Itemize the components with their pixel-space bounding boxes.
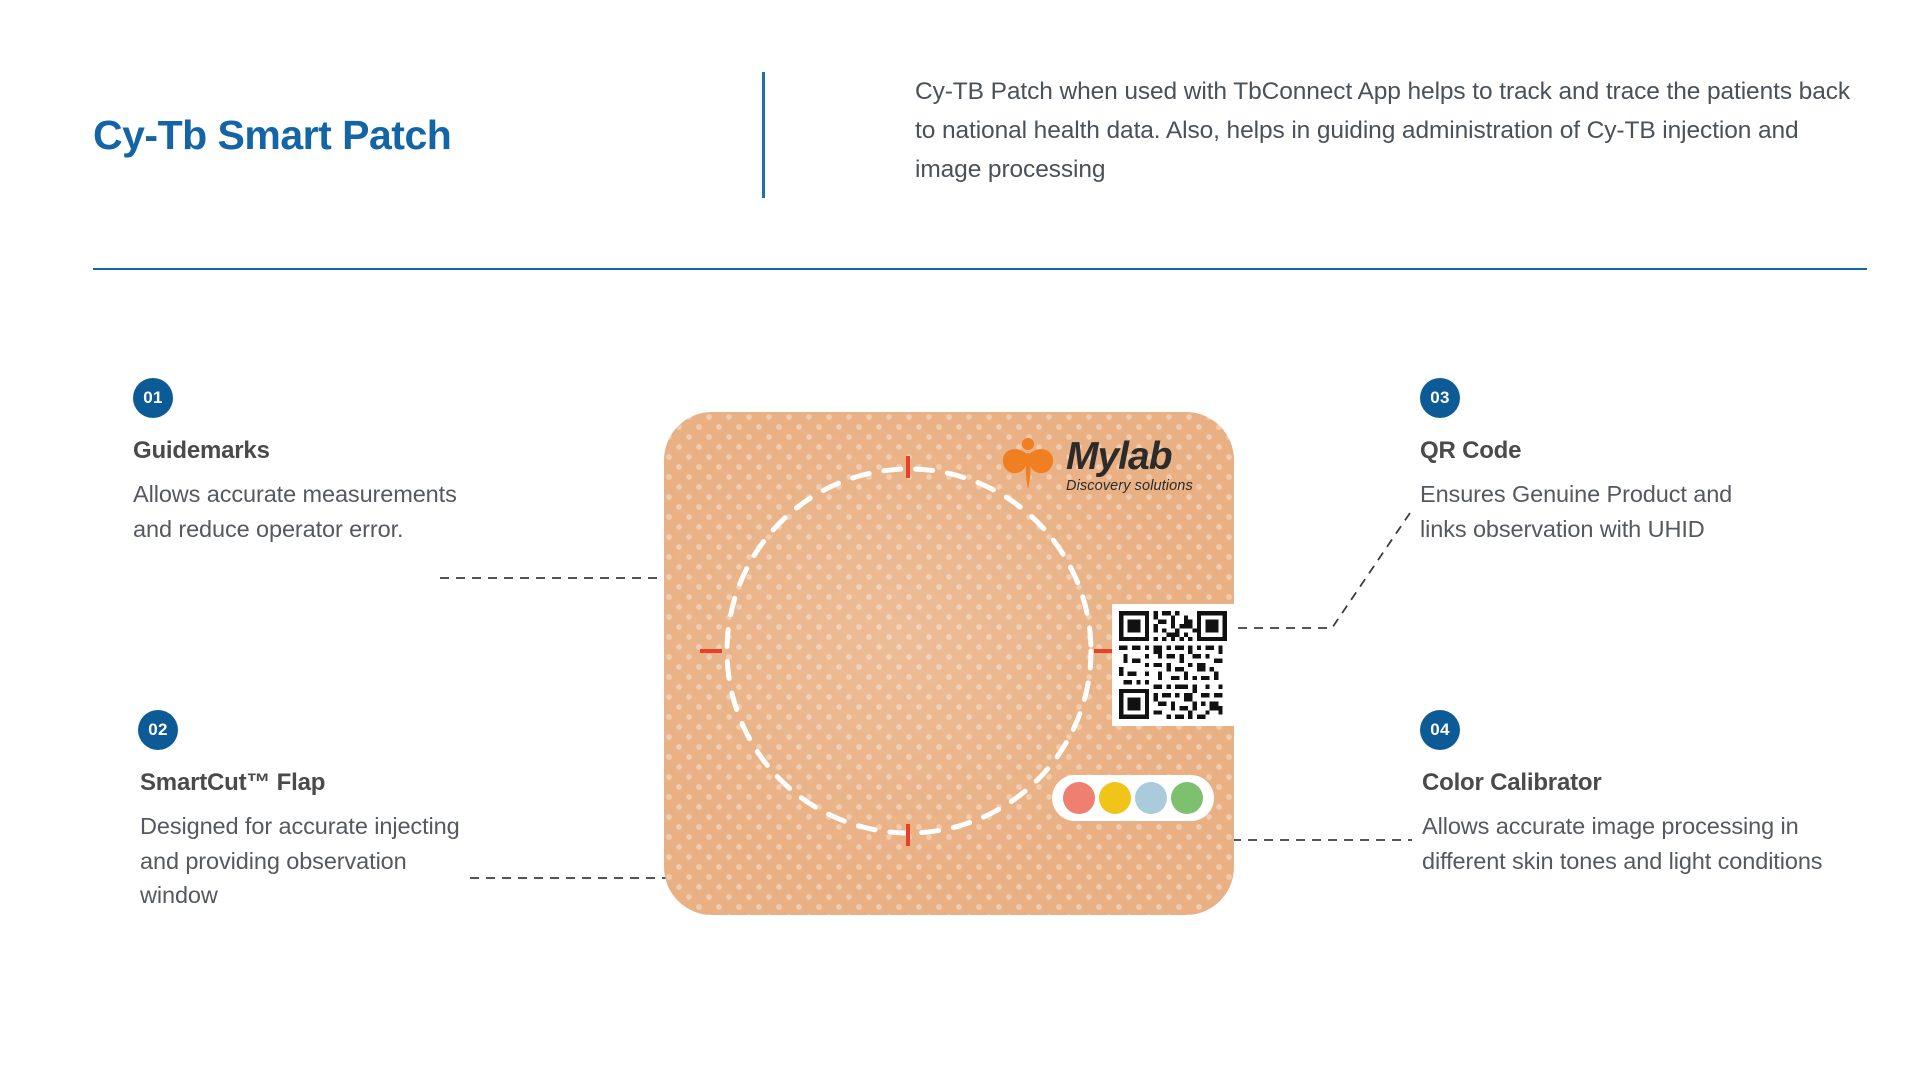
color-calibrator[interactable] [1052,775,1214,821]
mylab-logo-text: Mylab Discovery solutions [1066,432,1193,495]
qr-code[interactable] [1112,604,1234,726]
mylab-logo: Mylab Discovery solutions [1002,432,1193,494]
observation-window-circle [724,466,1094,836]
callout-guidemarks: 01 Guidemarks Allows accurate measuremen… [133,378,463,546]
calibrator-swatch-blue [1135,782,1167,814]
calibrator-swatch-red [1063,782,1095,814]
callout-smartcut-flap: 02 SmartCut™ Flap Designed for accurate … [138,710,483,913]
callout-body-guidemarks: Allows accurate measurements and reduce … [133,481,457,542]
page-title: Cy-Tb Smart Patch [93,112,452,158]
callout-body-qr-code: Ensures Genuine Product and links observ… [1420,481,1733,542]
callout-title-color-calibrator: Color Calibrator [1422,769,1602,796]
guidemark-bottom-icon [906,824,910,846]
callout-badge-02: 02 [138,710,178,750]
guidemark-left-icon [700,649,722,653]
callout-title-qr-code: QR Code [1420,437,1522,464]
header-vertical-divider [762,72,765,198]
guidemark-right-icon [1094,649,1116,653]
callout-title-guidemarks: Guidemarks [133,437,270,464]
header-description: Cy-TB Patch when used with TbConnect App… [915,78,1851,183]
callout-color-calibrator: 04 Color Calibrator Allows accurate imag… [1420,710,1830,878]
mylab-wordmark: Mylab [1066,435,1173,478]
callout-badge-04: 04 [1420,710,1460,750]
mylab-logo-mark-icon [1002,438,1054,489]
callout-badge-03: 03 [1420,378,1460,418]
callout-body-color-calibrator: Allows accurate image processing in diff… [1422,813,1823,874]
guidemark-top-icon [906,456,910,478]
header-horizontal-divider [93,268,1867,270]
callout-badge-01: 01 [133,378,173,418]
mylab-tagline: Discovery solutions [1066,478,1193,494]
callout-body-smartcut-flap: Designed for accurate injecting and prov… [140,813,460,908]
callout-qr-code: 03 QR Code Ensures Genuine Product and l… [1420,378,1780,546]
calibrator-swatch-yellow [1099,782,1131,814]
callout-title-smartcut-flap: SmartCut™ Flap [140,769,326,796]
qr-code-pattern-icon [1119,611,1227,719]
calibrator-swatch-green [1171,782,1203,814]
smart-patch-graphic: Mylab Discovery solutions [664,412,1234,915]
